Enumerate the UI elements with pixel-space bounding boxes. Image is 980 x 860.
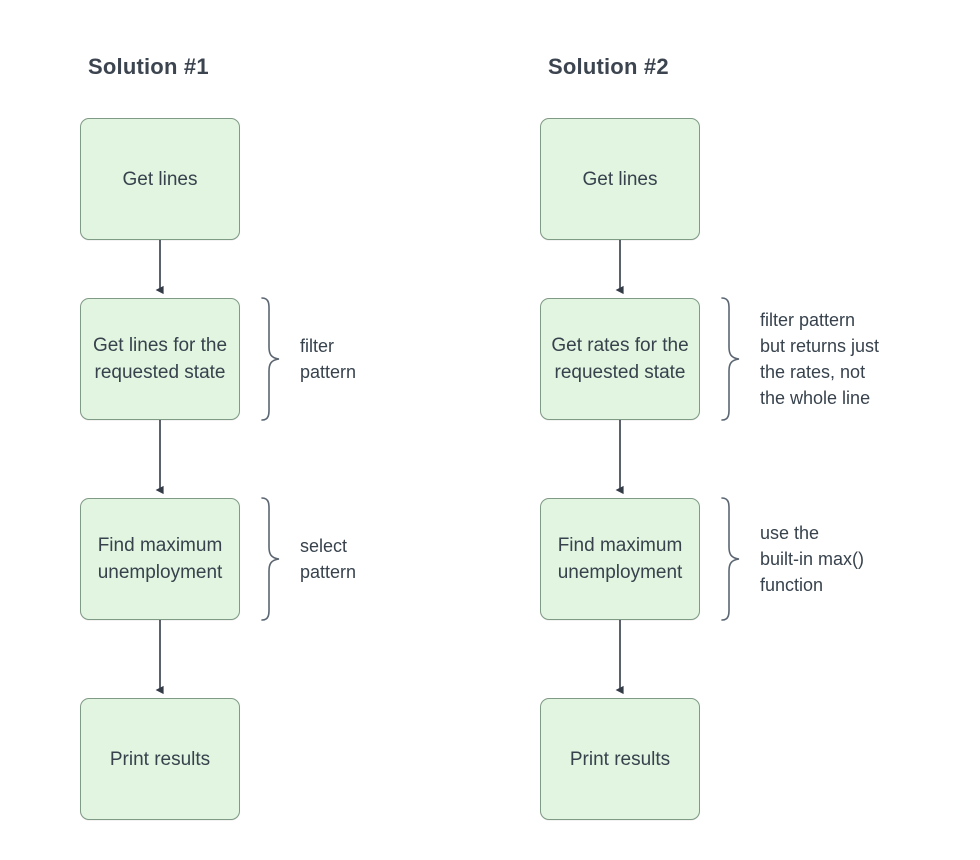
annotation-solution-2-filter-pattern-rates: filter pattern but returns just the rate… bbox=[718, 297, 880, 421]
node-solution-2-print-results[interactable]: Print results bbox=[540, 698, 700, 820]
annotation-solution-1-filter-pattern: filter pattern bbox=[258, 297, 357, 421]
node-solution-1-print-results[interactable]: Print results bbox=[80, 698, 240, 820]
annotation-solution-1-select-pattern: select pattern bbox=[258, 497, 357, 621]
annotation-text: filter pattern but returns just the rate… bbox=[760, 310, 880, 408]
node-solution-1-get-lines[interactable]: Get lines bbox=[80, 118, 240, 240]
curly-brace-icon bbox=[721, 497, 740, 621]
curly-brace-icon bbox=[721, 297, 740, 421]
annotation-solution-2-builtin-max: use the built-in max() function bbox=[718, 497, 865, 621]
node-solution-2-get-lines[interactable]: Get lines bbox=[540, 118, 700, 240]
annotation-text: select pattern bbox=[300, 536, 357, 582]
curly-brace-icon bbox=[261, 497, 280, 621]
annotation-text: filter pattern bbox=[300, 336, 357, 382]
annotation-text: use the built-in max() function bbox=[760, 523, 865, 595]
node-solution-2-find-max[interactable]: Find maximum unemployment bbox=[540, 498, 700, 620]
column-title-solution-2: Solution #2 bbox=[548, 54, 669, 79]
curly-brace-icon bbox=[261, 297, 280, 421]
node-solution-1-get-lines-state[interactable]: Get lines for the requested state bbox=[80, 298, 240, 420]
column-title-solution-1: Solution #1 bbox=[88, 54, 209, 79]
node-solution-1-find-max[interactable]: Find maximum unemployment bbox=[80, 498, 240, 620]
node-solution-2-get-rates-state[interactable]: Get rates for the requested state bbox=[540, 298, 700, 420]
